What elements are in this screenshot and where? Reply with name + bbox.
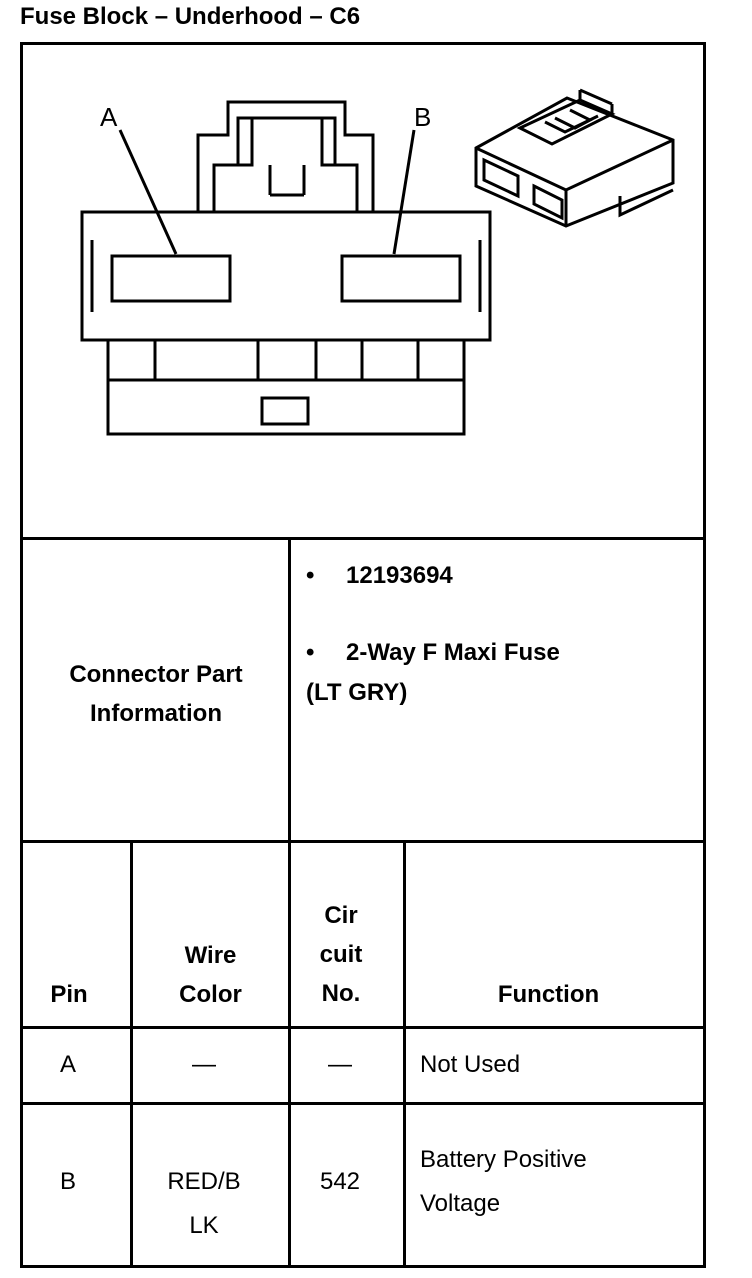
divider-col-pin <box>130 843 133 1268</box>
row-b-circuit: 542 <box>319 1168 361 1195</box>
connector-description: •2-Way F Maxi Fuse <box>306 639 560 666</box>
header-circuit-no: Cir cuit No. <box>319 902 363 1007</box>
divider-info-bottom <box>23 840 703 843</box>
pin-a-label: A <box>100 102 118 132</box>
cavity-a <box>110 254 232 303</box>
connector-table-frame <box>20 42 706 1268</box>
connector-isometric-view <box>474 88 675 228</box>
divider-row-a-bottom <box>23 1102 703 1105</box>
latch-housing <box>196 100 375 212</box>
cavity-b <box>340 254 462 303</box>
leader-line-b <box>392 129 416 255</box>
divider-info-column <box>288 540 291 840</box>
divider-col-circuit <box>403 843 406 1268</box>
divider-header-bottom <box>23 1026 703 1029</box>
divider-col-wire <box>288 843 291 1268</box>
part-number: •12193694 <box>306 562 453 589</box>
row-a-function: Not Used <box>420 1051 521 1078</box>
page-title: Fuse Block – Underhood – C6 <box>20 3 361 30</box>
pin-b-label: B <box>414 102 431 132</box>
row-b-pin: B <box>59 1168 76 1195</box>
divider-diagram-bottom <box>23 537 703 540</box>
header-pin: Pin <box>50 981 88 1008</box>
leader-line-a <box>118 129 178 255</box>
connector-diagram: A B <box>80 88 675 436</box>
header-wire-color: Wire Color <box>179 942 242 1008</box>
connector-key <box>260 396 310 426</box>
connector-part-info-label: Connector Part Information <box>69 661 243 727</box>
connector-color: (LT GRY) <box>306 679 408 706</box>
row-a-wire-color: — <box>192 1051 216 1078</box>
row-b-function: Battery Positive Voltage <box>420 1146 587 1217</box>
connector-body <box>80 210 492 342</box>
header-function: Function <box>497 981 600 1008</box>
row-a-circuit: — <box>328 1051 352 1078</box>
row-a-pin: A <box>59 1051 76 1078</box>
connector-front-view <box>80 100 492 436</box>
connector-base <box>106 338 466 436</box>
row-b-wire-color: RED/B LK <box>167 1168 241 1239</box>
